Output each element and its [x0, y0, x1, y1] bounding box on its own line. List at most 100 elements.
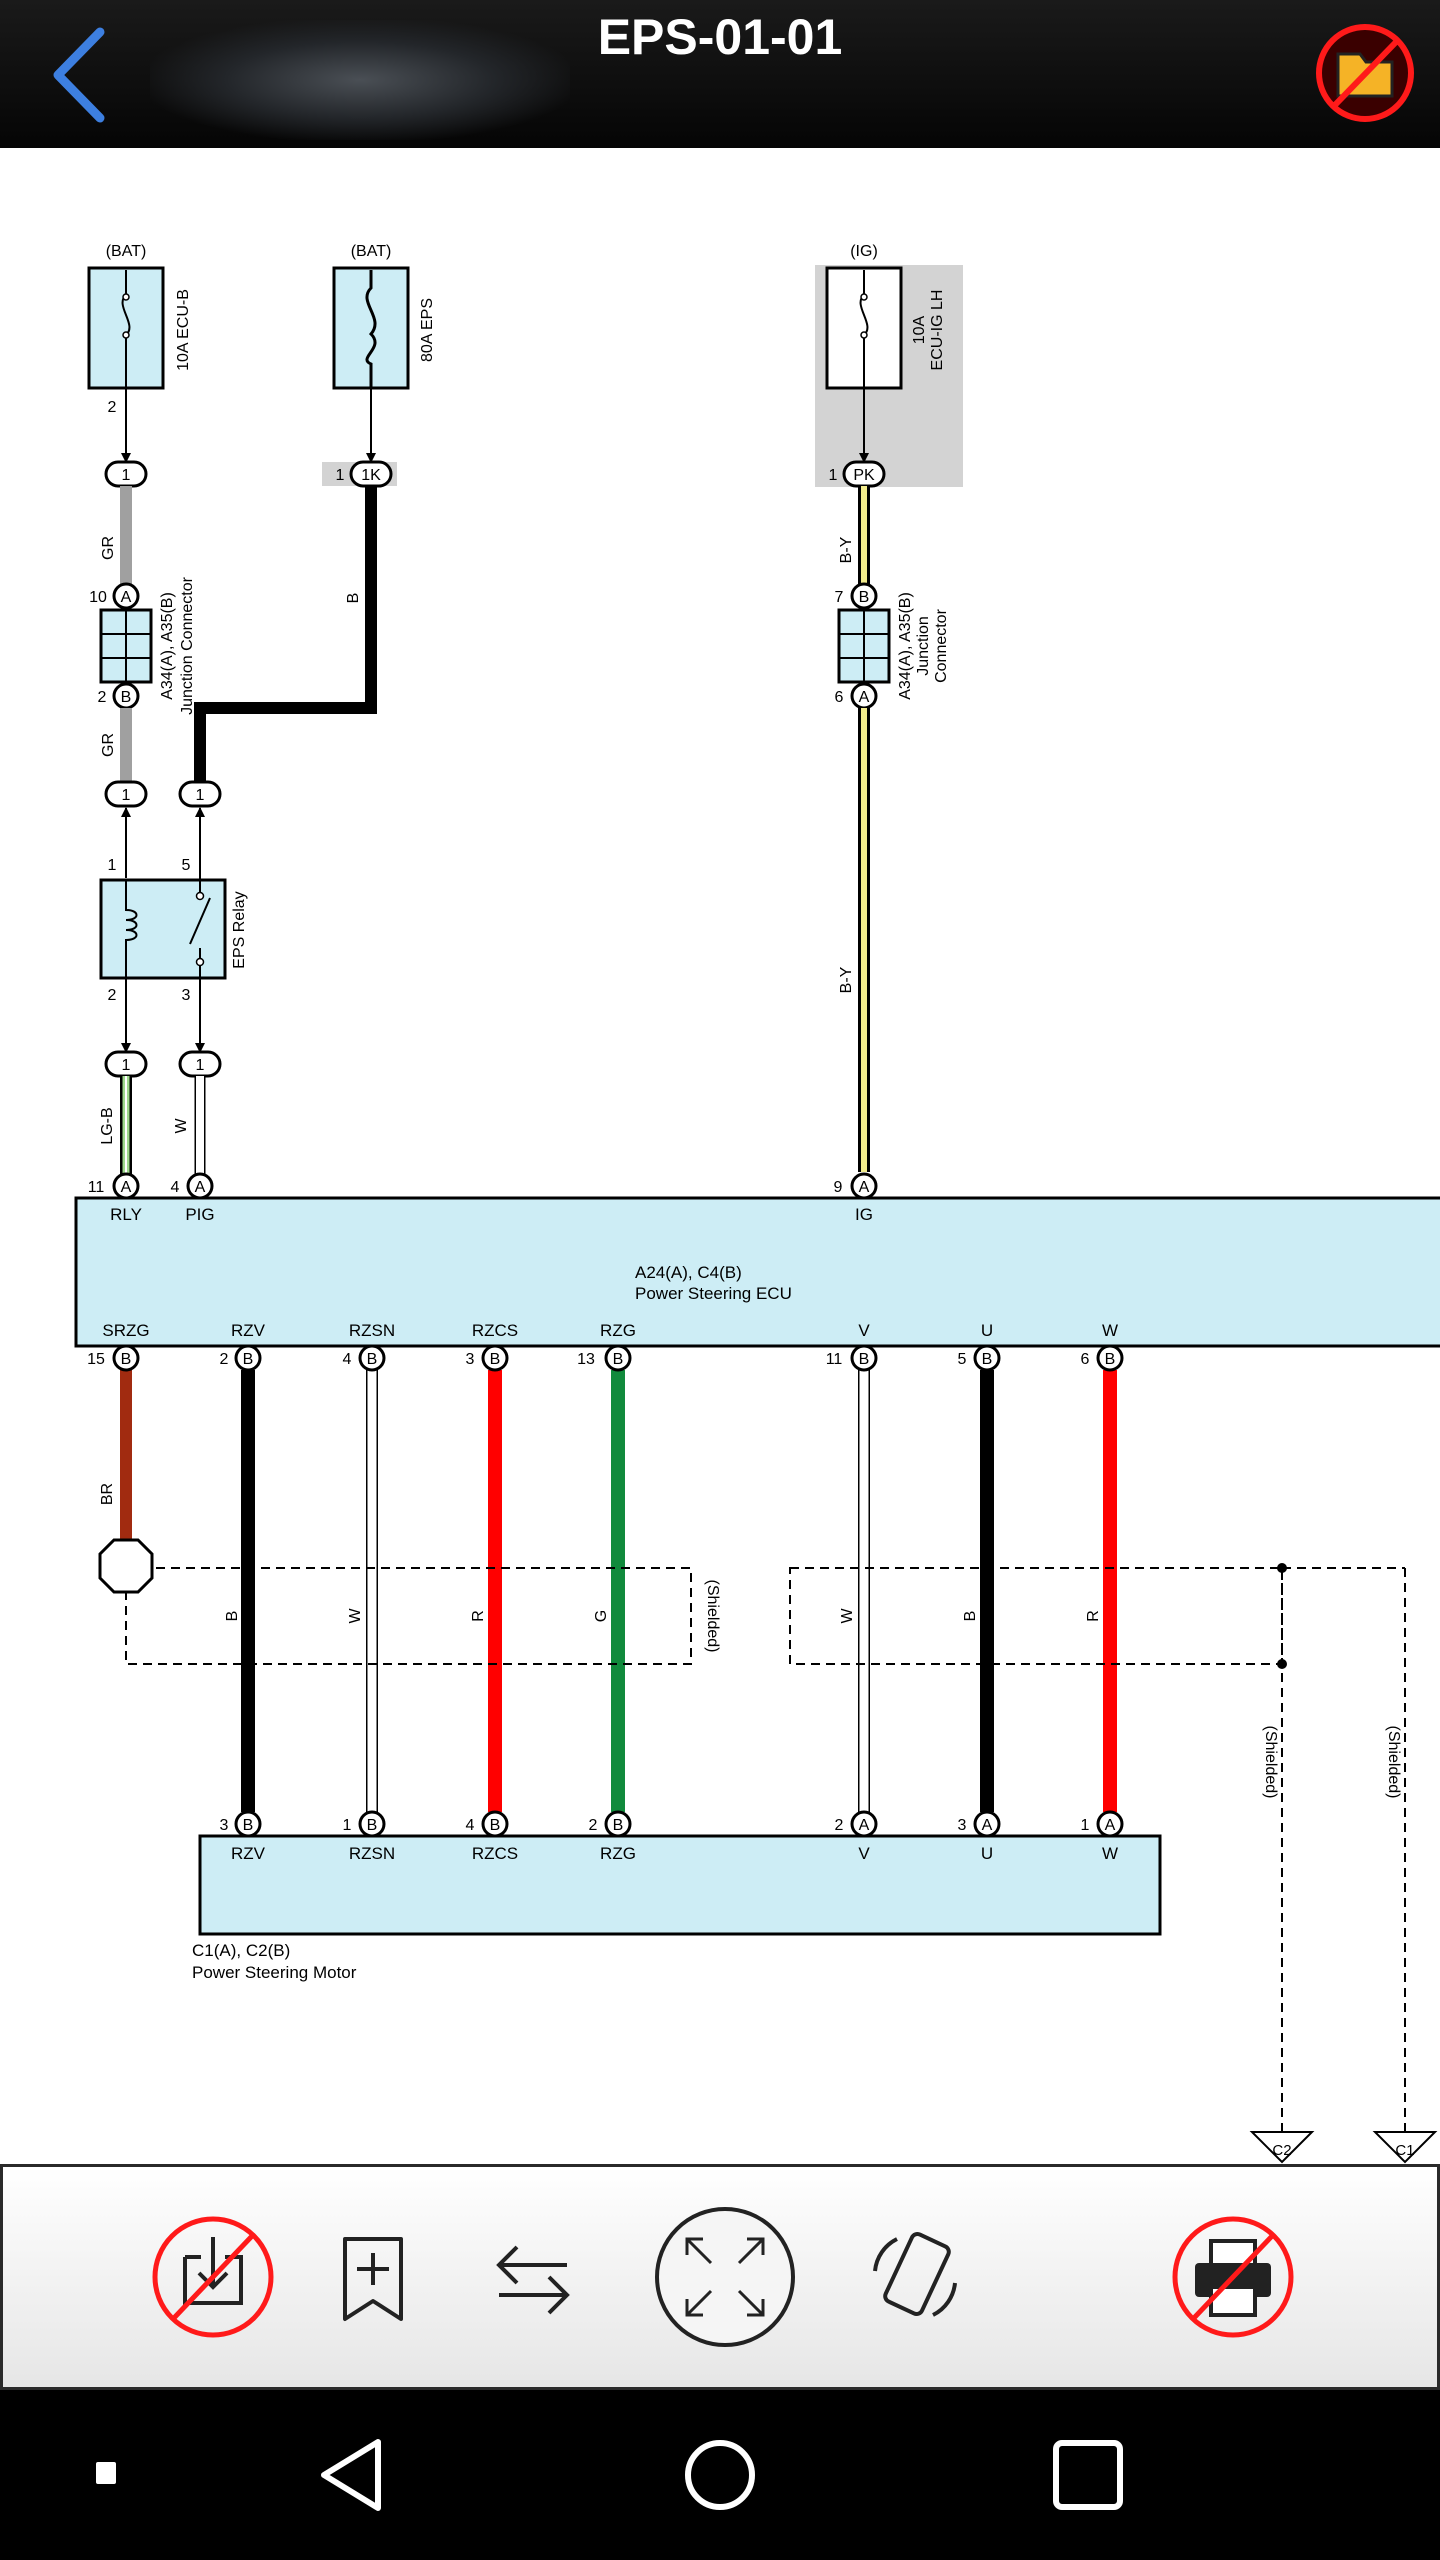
ecu-term-ig: IG [855, 1205, 873, 1224]
motor-pin-5: 3 [958, 1817, 967, 1834]
jc-right-line4: Connector [933, 608, 950, 682]
wiring-diagram[interactable]: (BAT) 10A ECU-B 2 (BAT) 80A EPS (IG) 10A… [0, 148, 1440, 2164]
power-steering-motor [198, 1834, 1162, 1936]
jc-left-line1: A34(A), A35(B) [159, 592, 176, 700]
ecu-bterm-rzv: RZV [231, 1321, 266, 1340]
fuse2-name: 80A EPS [419, 298, 436, 362]
back-button[interactable] [40, 20, 130, 130]
ecu-bconn-0: B [121, 1351, 132, 1368]
motor-conn-6: A [1105, 1817, 1116, 1834]
motor-pin-0: 3 [220, 1817, 229, 1834]
ecu-bpin-3: 3 [466, 1351, 475, 1368]
add-bookmark-button[interactable] [303, 2207, 443, 2347]
motor-term-rzcs: RZCS [472, 1844, 518, 1863]
app-header: EPS-01-01 [0, 0, 1440, 148]
wire-w-label: R [1085, 1610, 1102, 1622]
fullscreen-button[interactable] [653, 2205, 797, 2349]
page-title: EPS-01-01 [597, 9, 843, 65]
download-disabled-icon [152, 2216, 274, 2338]
motor-pin-4: 2 [835, 1817, 844, 1834]
back-chevron-icon [53, 27, 105, 123]
system-navigation-bar [0, 2390, 1440, 2560]
motor-pin-2: 4 [466, 1817, 475, 1834]
fuse3-conn: PK [853, 467, 875, 484]
motor-pin-1: 1 [343, 1817, 352, 1834]
ecu-bconn-1: B [243, 1351, 254, 1368]
swap-arrows-icon [496, 2245, 570, 2315]
ecu-bottom-connectors: B 15 B 2 B 4 B 3 B 13 B 11 B 5 B 6 [87, 1344, 1124, 1372]
motor-conn-0: B [243, 1817, 254, 1834]
motor-pin-3: 2 [589, 1817, 598, 1834]
wire-gr-1-label: GR [100, 536, 117, 560]
jc-left-bottom-conn: B [121, 689, 132, 706]
offpage-c1-label: C1 [1395, 2142, 1414, 2159]
motor-term-v: V [858, 1844, 870, 1863]
motor-name-line2: Power Steering Motor [192, 1963, 357, 1982]
ecu-term-rly: RLY [110, 1205, 142, 1224]
ecu-rly-conn: A [121, 1179, 132, 1196]
jc-right-bottom-pin: 6 [835, 689, 844, 706]
rotate-button[interactable] [845, 2207, 985, 2347]
wire-u-label: B [962, 1611, 979, 1622]
relay-bottom-left-conn: 1 [122, 1057, 131, 1074]
wiring-diagram-canvas: (BAT) 10A ECU-B 2 (BAT) 80A EPS (IG) 10A… [74, 243, 1440, 2164]
ecu-bconn-5: B [859, 1351, 870, 1368]
wire-lgb-label: LG-B [99, 1107, 116, 1144]
wire-b-main [194, 486, 377, 783]
folder-button[interactable] [1310, 18, 1420, 128]
download-button[interactable] [143, 2207, 283, 2347]
print-disabled-icon [1172, 2216, 1294, 2338]
ecu-bpin-0: 15 [87, 1351, 105, 1368]
ecu-bpin-6: 5 [958, 1351, 967, 1368]
ecu-bterm-v: V [858, 1321, 870, 1340]
nav-back-button[interactable] [312, 2430, 392, 2520]
offpage-c1 [1372, 2131, 1438, 2164]
swap-button[interactable] [463, 2207, 603, 2347]
nav-home-button[interactable] [680, 2430, 760, 2520]
recents-small-button[interactable] [86, 2452, 126, 2492]
fuse3-supply: (IG) [850, 243, 878, 260]
recents-small-icon [96, 2462, 116, 2484]
ground-octagon [98, 1538, 154, 1594]
print-button[interactable] [1163, 2207, 1303, 2347]
relay-top-right-conn: 1 [196, 787, 205, 804]
relay-pin1: 1 [108, 857, 117, 874]
rotate-screen-icon [873, 2231, 957, 2317]
ecu-bottom-terminals: SRZG RZV RZSN RZCS RZG V U W [102, 1321, 1118, 1340]
fuse1-name: 10A ECU-B [175, 289, 192, 371]
shield-c2-label: (Shielded) [1262, 1726, 1279, 1799]
ecu-name-line1: A24(A), C4(B) [635, 1263, 742, 1282]
ecu-bpin-7: 6 [1081, 1351, 1090, 1368]
ecu-bconn-2: B [367, 1351, 378, 1368]
back-triangle-icon [321, 2439, 381, 2511]
ecu-bconn-7: B [1105, 1351, 1116, 1368]
ecu-bconn-3: B [490, 1351, 501, 1368]
motor-term-rzsn: RZSN [349, 1844, 395, 1863]
relay-bottom-right-conn: 1 [196, 1057, 205, 1074]
motor-conn-4: A [859, 1817, 870, 1834]
wire-w-pig-label: W [173, 1118, 190, 1134]
fuse1-conn: 1 [122, 467, 131, 484]
wire-b-main-label: B [345, 593, 362, 604]
fuse2-supply: (BAT) [351, 243, 392, 260]
fuse3-pin: 1 [829, 467, 838, 484]
offpage-c2 [1249, 2131, 1315, 2164]
relay-pin5: 5 [182, 857, 191, 874]
motor-pin-6: 1 [1081, 1817, 1090, 1834]
wire-rzcs-label: R [470, 1610, 487, 1622]
motor-term-w: W [1102, 1844, 1118, 1863]
nav-overview-button[interactable] [1048, 2430, 1128, 2520]
ecu-bpin-1: 2 [220, 1351, 229, 1368]
jc-right-line3: Junction [915, 616, 932, 676]
jc-right-bottom-conn: A [859, 689, 870, 706]
ecu-bconn-6: B [982, 1351, 993, 1368]
offpage-c2-label: C2 [1272, 2142, 1291, 2159]
ecu-rly-pin: 11 [88, 1179, 105, 1196]
motor-name-line1: C1(A), C2(B) [192, 1941, 290, 1960]
ecu-ig-conn: A [859, 1179, 870, 1196]
shield-c1-label: (Shielded) [1385, 1726, 1402, 1799]
relay-pin3: 3 [182, 987, 191, 1004]
wire-rzv-label: B [224, 1611, 241, 1622]
fuse1-pin: 2 [108, 399, 117, 416]
ecu-bterm-rzg: RZG [600, 1321, 636, 1340]
